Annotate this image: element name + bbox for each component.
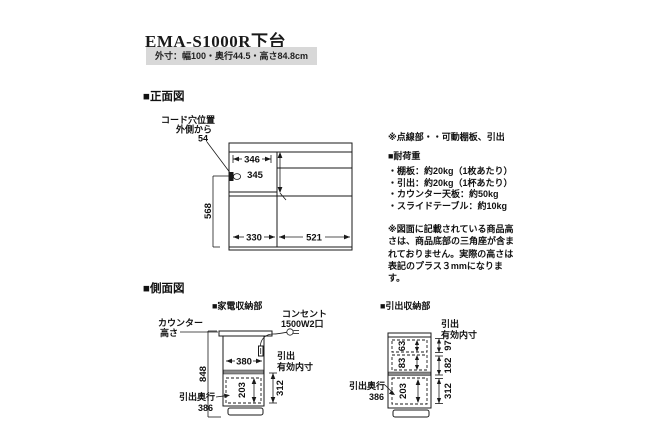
outlet-label-line1: コンセント (282, 309, 327, 319)
appliance-section-heading: ■家電収納部 (212, 300, 262, 311)
load-capacity-list: ・棚板：約20kg（1枚あたり） ・引出：約20kg（1杯あたり） ・カウンター… (388, 166, 518, 212)
drawer-depth-value: 386 (198, 403, 213, 413)
drawer3-dashed (391, 377, 428, 405)
dim-inner-width-value: 346 (244, 155, 260, 166)
dim-right-312: 312 (435, 378, 454, 404)
dim-drawer2-83: 83 (397, 355, 420, 370)
appliance-drawer-depth-label: 引出奥行 386 (179, 391, 230, 413)
outlet-icon (258, 328, 299, 357)
drawer2-dashed (391, 354, 428, 371)
dim-right-97-value: 97 (443, 340, 454, 351)
dim-inner-width-346: 346 (232, 155, 272, 166)
load-item: ・カウンター天板：約50kg (388, 189, 499, 199)
dim-drawer-inner-203: 203 (237, 378, 257, 403)
dim-bottom-right-521: 521 (279, 233, 350, 244)
front-cabinet-outline (228, 142, 353, 251)
dim-right-182-value: 182 (443, 358, 454, 374)
side-view-heading: ■側面図 (143, 283, 185, 295)
height-disclaimer: ※図面に記載されている商品高 さは、商品底部の三角座が含ま れておりません。実際… (388, 223, 518, 284)
appliance-inner-label-line1: 引出 (277, 350, 295, 361)
drawer-cabinet-outline (387, 332, 432, 418)
dim-drawer-zone-312: 312 (269, 372, 286, 404)
dim-total-height-value: 848 (198, 366, 209, 382)
load-item: ・引出：約20kg（1杯あたり） (388, 177, 513, 188)
height-disclaimer-line: ※図面に記載されている商品高 (388, 224, 514, 234)
cord-hole-label: コード穴位置 外側から 54 (161, 114, 215, 144)
product-title: EMA-S1000R下台 (145, 32, 287, 51)
dim-drawer1-value: 63 (397, 341, 408, 352)
dim-top-depth-380: 380 (226, 357, 262, 368)
height-disclaimer-line: さは、商品底部の三角座が含ま (388, 236, 515, 247)
cord-hole-label-line2: 外側から (175, 124, 212, 135)
height-disclaimer-line: 表記のプラス３mmになります。 (388, 260, 503, 284)
drawer-depth-value: 386 (369, 392, 384, 402)
dim-inner-height-value: 345 (247, 170, 264, 181)
load-capacity-heading: ■耐荷重 (388, 150, 421, 161)
drawer-depth-label: 引出奥行 (179, 391, 215, 402)
drawer-unit-depth-label: 引出奥行 386 (349, 380, 395, 402)
dim-top-depth-value: 380 (236, 357, 252, 368)
dim-right-182: 182 (435, 355, 454, 376)
dim-drawer3-203: 203 (398, 379, 421, 403)
dim-bottom-left-330: 330 (233, 233, 275, 244)
dim-drawer-inner-value: 203 (237, 382, 248, 398)
front-view-drawing: コード穴位置 外側から 54 346 345 568 330 (161, 114, 353, 251)
cord-hole-icon (206, 141, 242, 181)
counter-height-label: カウンター 高さ (158, 317, 218, 338)
notes-block: ※点線部・・可動棚板、引出 ■耐荷重 ・棚板：約20kg（1枚あたり） ・引出：… (388, 132, 518, 284)
drawer-depth-label: 引出奥行 (349, 380, 385, 391)
dim-drawer1-63: 63 (397, 340, 420, 352)
load-item: ・スライドテーブル：約10kg (388, 200, 507, 211)
side-view-drawings: ■家電収納部 コンセント 1500W2口 カウンター 高さ (158, 300, 477, 418)
dim-left-height-568: 568 (203, 175, 229, 248)
dim-bottom-left-value: 330 (246, 233, 262, 244)
outer-dimensions-badge: 外寸：幅100・奥行44.5・高さ84.8cm (146, 47, 318, 65)
front-view-heading: ■正面図 (143, 91, 185, 103)
drawer-section-heading: ■引出収納部 (380, 300, 430, 311)
appliance-cabinet-outline (218, 330, 273, 416)
appliance-drawer-dashed (225, 377, 262, 404)
counter-height-line1: カウンター (158, 317, 203, 328)
dotted-line-note: ※点線部・・可動棚板、引出 (388, 132, 505, 142)
dim-right-97: 97 (435, 338, 454, 353)
appliance-inner-label-line2: 有効内寸 (277, 361, 313, 372)
dim-left-height-value: 568 (203, 203, 214, 219)
outlet-label-line2: 1500W2口 (281, 319, 324, 329)
dim-inner-height-345: 345 (247, 152, 287, 201)
load-item: ・棚板：約20kg（1枚あたり） (388, 166, 513, 176)
drawer1-dashed (391, 339, 428, 353)
counter-height-line2: 高さ (160, 327, 178, 338)
drawer-inner-label-line1: 引出 (441, 318, 459, 329)
dim-right-312-value: 312 (443, 383, 454, 399)
cord-hole-offset-value: 54 (198, 134, 208, 144)
dim-drawer3-value: 203 (398, 383, 409, 399)
drawer-inner-label-line2: 有効内寸 (441, 329, 477, 340)
dim-drawer-zone-value: 312 (275, 380, 286, 396)
dim-total-height-848: 848 (198, 330, 221, 418)
dim-bottom-right-value: 521 (306, 233, 323, 244)
dim-drawer2-value: 83 (397, 358, 408, 369)
cord-hole-label-line1: コード穴位置 (161, 114, 215, 125)
height-disclaimer-line: れておりません。実際の高さは (388, 248, 514, 259)
slide-table-band (223, 369, 264, 375)
fixed-shelf-band (388, 371, 431, 376)
appliance-plinth (227, 407, 264, 416)
drawer-unit-plinth (392, 409, 430, 418)
